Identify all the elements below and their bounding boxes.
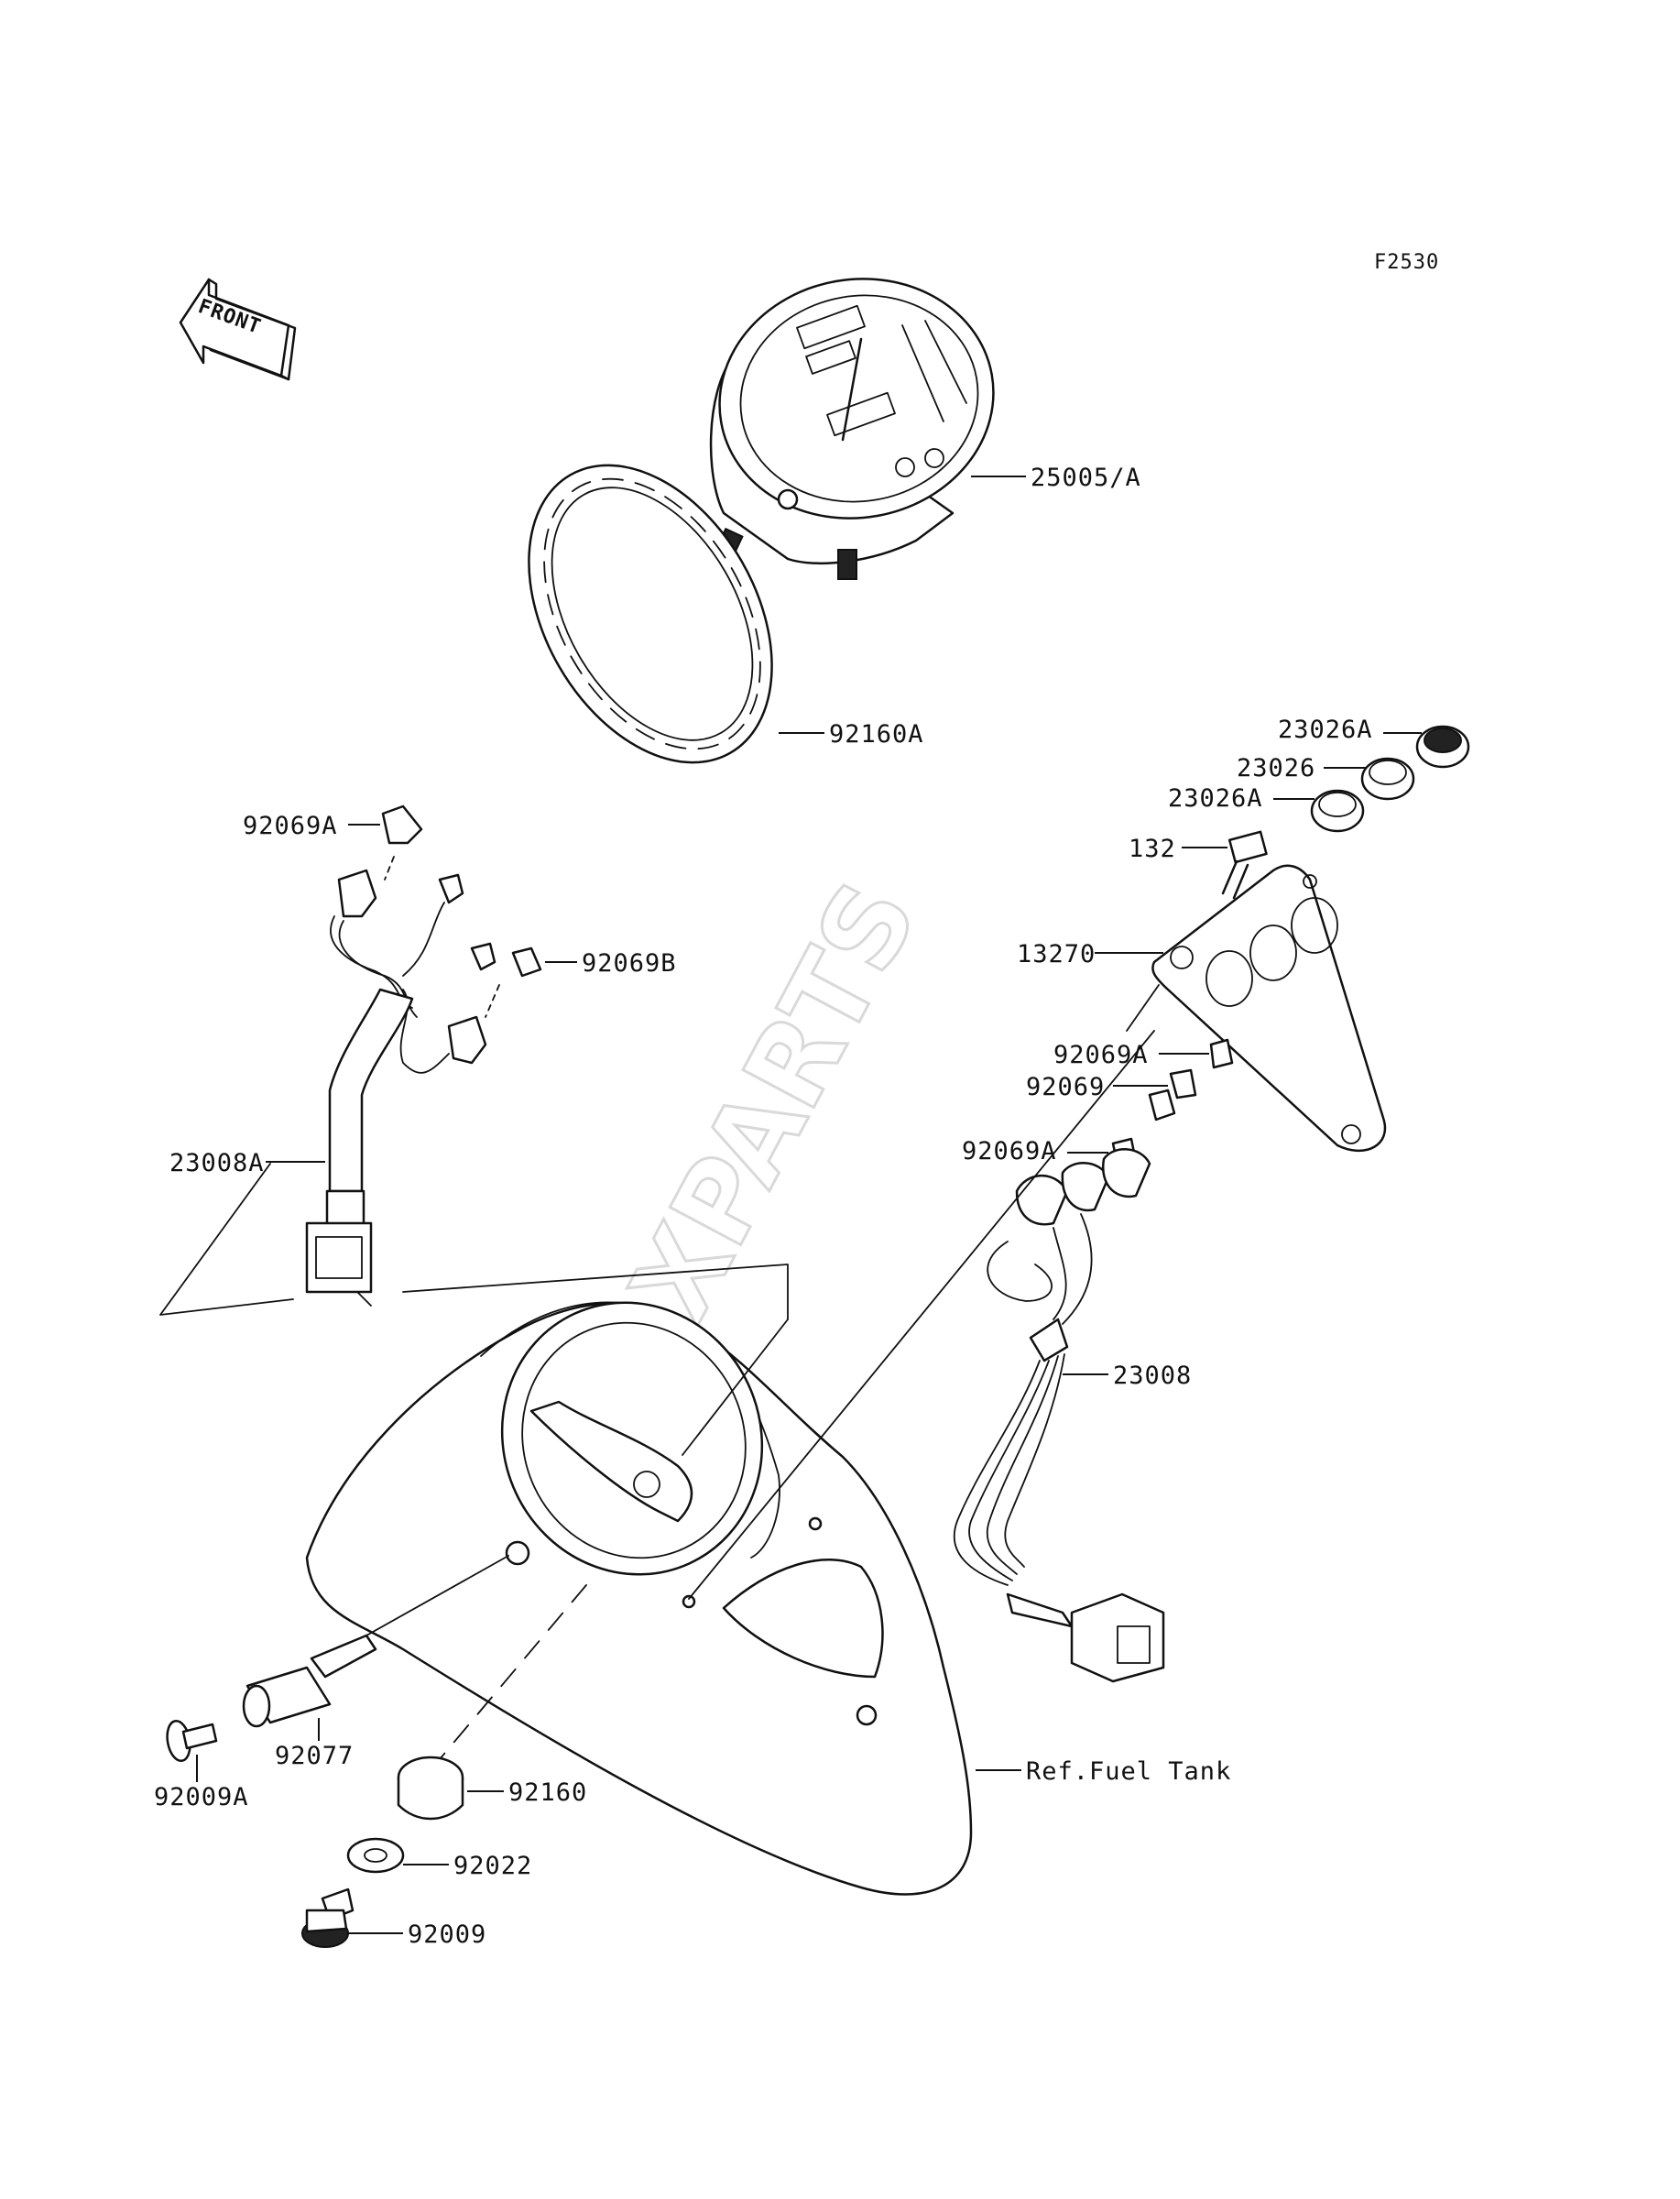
screw-small-part: 92009A bbox=[154, 1719, 249, 1811]
screw-part: 92009 bbox=[301, 1887, 486, 1949]
callout-harness-right: 23008 bbox=[1113, 1362, 1192, 1390]
front-arrow-icon: FRONT bbox=[179, 278, 297, 381]
callout-fuel-tank-ref: Ref.Fuel Tank bbox=[1026, 1757, 1231, 1786]
right-harness-part: 92069A 92069 92069A 23008 bbox=[953, 1038, 1234, 1683]
diagram-code: F2530 bbox=[1374, 251, 1439, 274]
callout-bulb-right-1: 92069A bbox=[1053, 1041, 1149, 1069]
knob-part: 92077 bbox=[242, 1634, 377, 1770]
watermark: XPARTS bbox=[607, 862, 943, 1340]
callout-indicator-lens-top: 23026A bbox=[1278, 716, 1373, 744]
speedometer-part: 25005/A bbox=[709, 278, 1141, 580]
callout-bolt-132: 132 bbox=[1129, 835, 1176, 863]
callout-screw-92009: 92009 bbox=[408, 1920, 486, 1949]
callout-knob-92077: 92077 bbox=[275, 1742, 354, 1770]
washer-part: 92022 bbox=[346, 1837, 532, 1880]
indicator-lenses-part: 23026A 23026 23026A bbox=[1168, 716, 1470, 833]
callout-indicator-lens-mid: 23026 bbox=[1237, 754, 1315, 782]
callout-meter-ring: 92160A bbox=[829, 720, 924, 749]
callout-bracket: 13270 bbox=[1017, 940, 1096, 968]
callout-washer-92022: 92022 bbox=[453, 1852, 532, 1880]
callout-bulb-right-3: 92069A bbox=[962, 1137, 1057, 1165]
callout-speedometer: 25005/A bbox=[1031, 464, 1141, 492]
grommet-part: 92160 bbox=[397, 1756, 587, 1821]
callout-indicator-lens-low: 23026A bbox=[1168, 784, 1263, 813]
left-harness-part: 92069A 92069B 23008A bbox=[159, 804, 677, 1316]
fuel-tank-panel: Ref.Fuel Tank bbox=[305, 1030, 1231, 1896]
callout-harness-left: 23008A bbox=[169, 1149, 265, 1177]
meter-ring-part: 92160A bbox=[528, 464, 924, 764]
callout-bulb-top-left: 92069A bbox=[243, 812, 338, 840]
callout-bulb-mid-left: 92069B bbox=[582, 949, 677, 978]
bracket-part: 132 13270 bbox=[1017, 830, 1387, 1153]
callout-screw-92009a: 92009A bbox=[154, 1783, 249, 1811]
callout-grommet-92160: 92160 bbox=[508, 1778, 587, 1807]
callout-bulb-right-2: 92069 bbox=[1026, 1073, 1105, 1101]
